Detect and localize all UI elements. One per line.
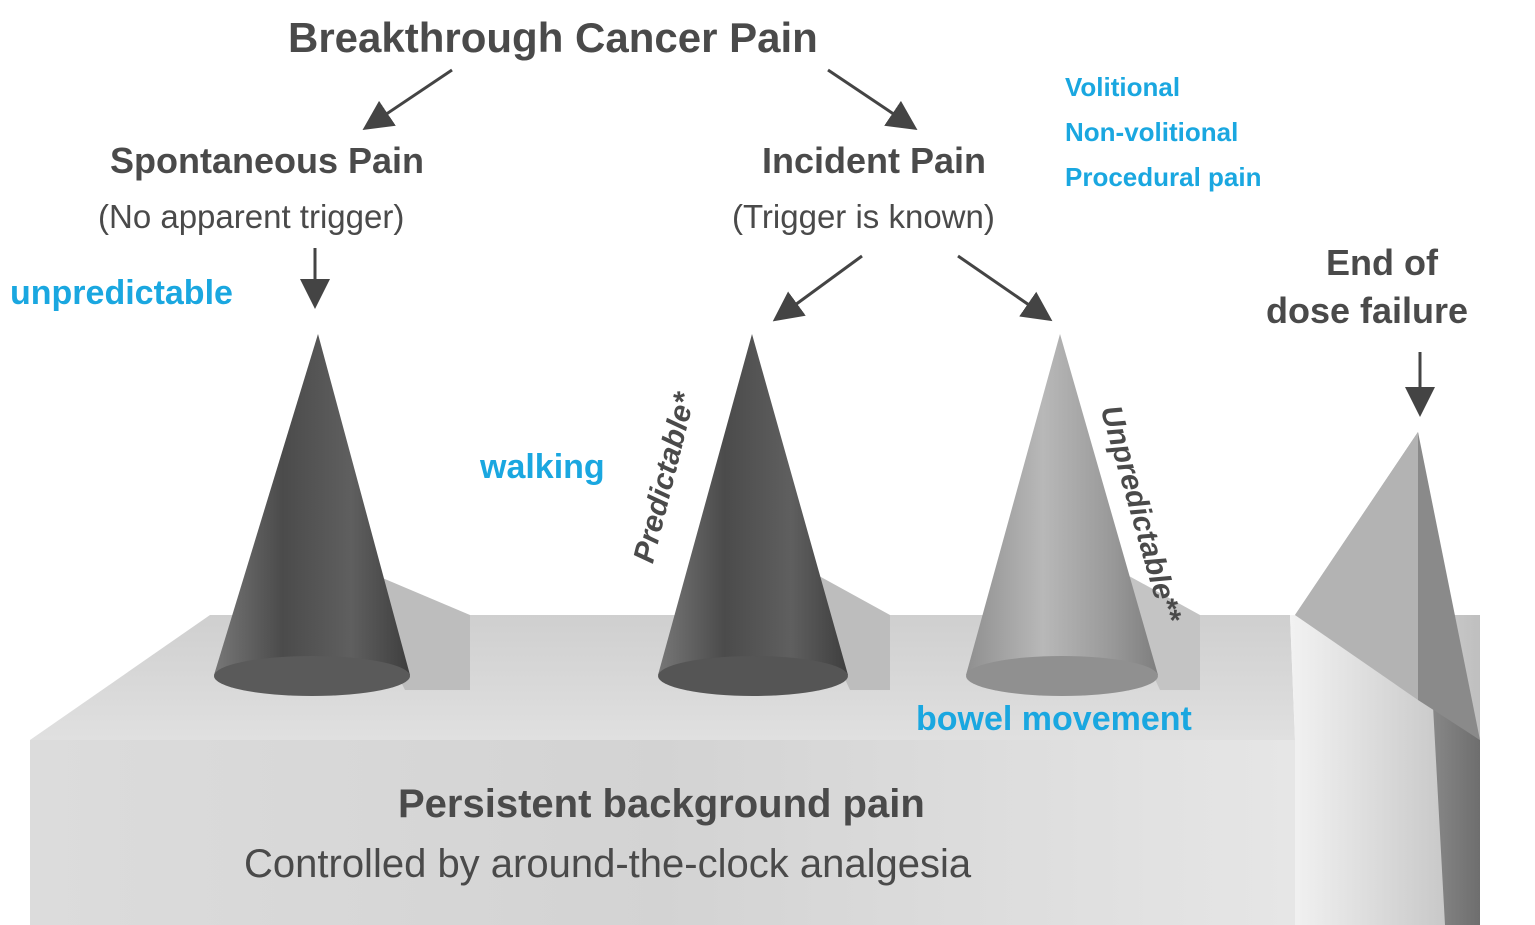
incident-type-volitional: Volitional — [1065, 72, 1180, 103]
arrow-to-incident — [828, 70, 910, 125]
predictable-example: walking — [480, 448, 605, 487]
unpredictable-example: bowel movement — [916, 700, 1192, 739]
cone-spontaneous — [214, 334, 410, 696]
spontaneous-pain-title: Spontaneous Pain — [110, 140, 424, 182]
cone-predictable — [658, 334, 848, 696]
background-pain-subtitle: Controlled by around-the-clock analgesia — [244, 842, 971, 887]
arrow-to-cone-3 — [958, 256, 1045, 316]
end-of-dose-line1: End of — [1326, 242, 1438, 284]
arrow-to-spontaneous — [370, 70, 452, 125]
block-front-face — [30, 740, 1295, 925]
diagram-title: Breakthrough Cancer Pain — [288, 14, 818, 62]
incident-pain-title: Incident Pain — [762, 140, 986, 182]
spontaneous-pain-subtitle: (No apparent trigger) — [98, 198, 404, 236]
background-pain-title: Persistent background pain — [398, 782, 925, 827]
incident-type-procedural: Procedural pain — [1065, 162, 1262, 193]
arrow-to-cone-2 — [780, 256, 862, 316]
end-of-dose-line2: dose failure — [1266, 290, 1468, 332]
incident-type-non-volitional: Non-volitional — [1065, 117, 1238, 148]
spontaneous-note: unpredictable — [10, 274, 233, 313]
incident-pain-subtitle: (Trigger is known) — [732, 198, 995, 236]
